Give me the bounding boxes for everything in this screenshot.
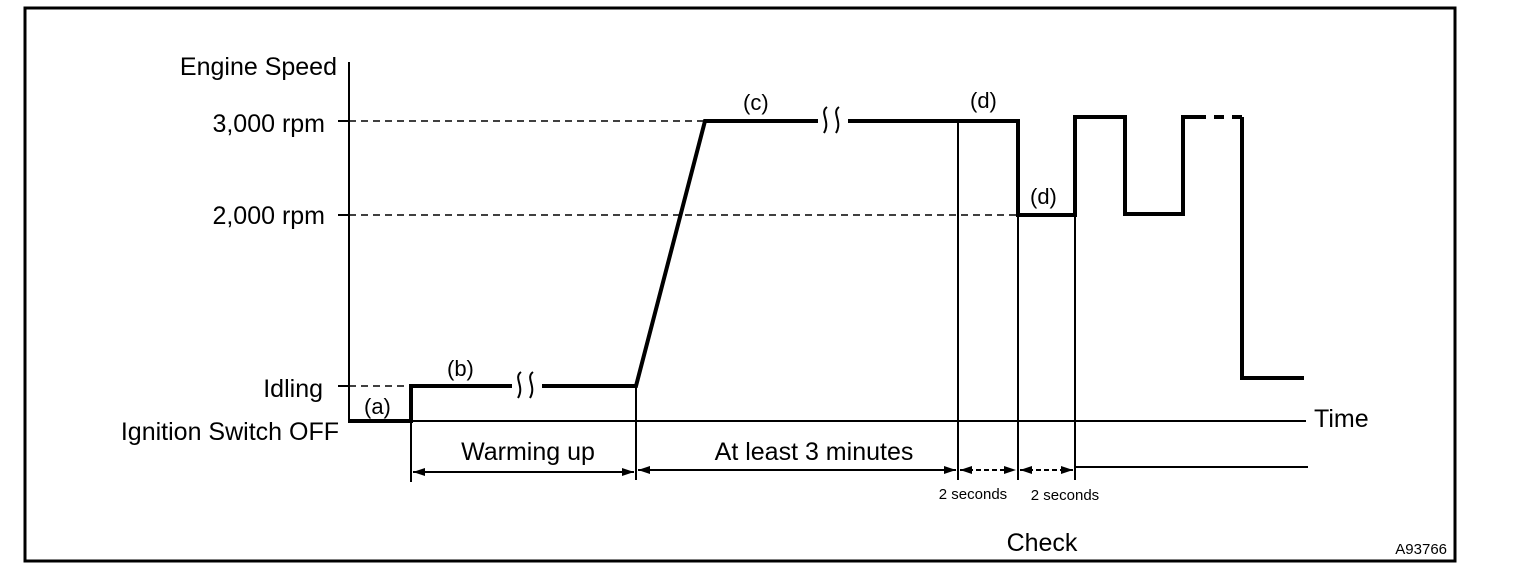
interval-label-two-seconds-1: 2 seconds xyxy=(939,486,1007,503)
stage-tag-d1: (d) xyxy=(970,88,997,113)
break-symbol-warmup xyxy=(512,371,542,400)
stage-tag-a: (a) xyxy=(364,394,391,419)
stage-tag-c: (c) xyxy=(743,90,769,115)
interval-label-two-seconds-2: 2 seconds xyxy=(1031,487,1099,504)
level-label-3000: 3,000 rpm xyxy=(212,110,325,138)
figure-frame xyxy=(23,6,1457,563)
level-label-idling: Idling xyxy=(263,375,323,403)
stage-tag-d2: (d) xyxy=(1030,184,1057,209)
profile-final-drop xyxy=(1240,117,1304,380)
break-symbol-hold xyxy=(818,106,848,135)
check-label: Check xyxy=(1007,529,1078,557)
interval-label-warming-up: Warming up xyxy=(461,438,595,466)
interval-label-at-least-3-minutes: At least 3 minutes xyxy=(715,438,914,466)
level-label-2000: 2,000 rpm xyxy=(212,202,325,230)
level-label-ignition-off: Ignition Switch OFF xyxy=(121,418,339,446)
y-axis-title: Engine Speed xyxy=(180,53,337,81)
figure-code: A93766 xyxy=(1395,541,1447,558)
engine-speed-profile xyxy=(349,115,1196,423)
stage-tag-b: (b) xyxy=(447,356,474,381)
x-axis-title: Time xyxy=(1314,405,1369,433)
